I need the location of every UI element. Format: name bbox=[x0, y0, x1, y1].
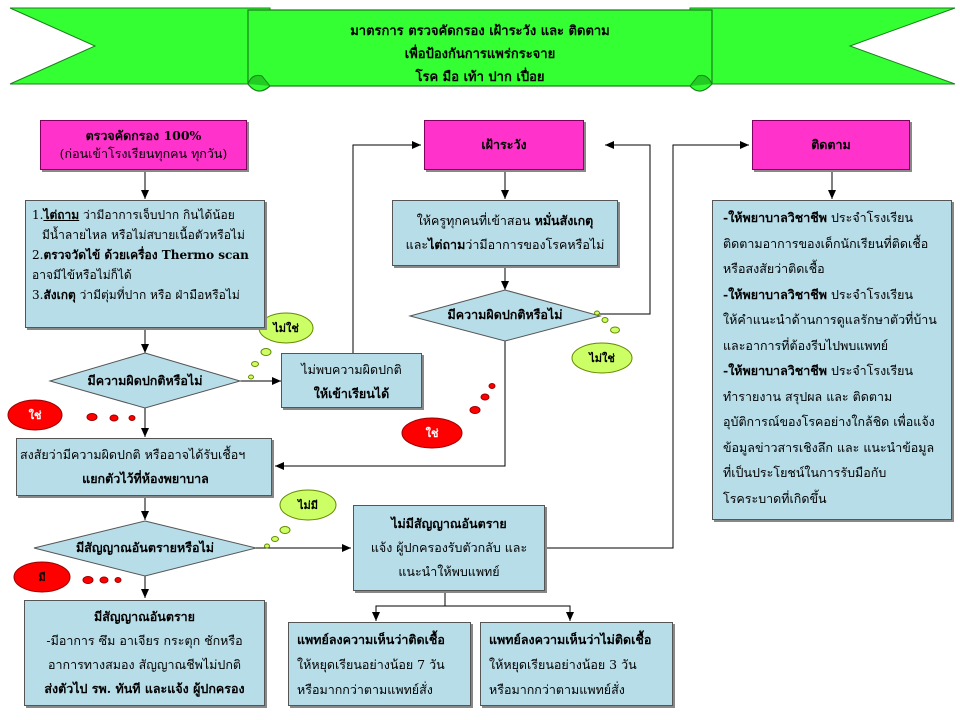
not-infected-line-1: แพทย์ลงความเห็นว่าไม่ติดเชื้อ bbox=[489, 632, 652, 647]
header-screening: ตรวจคัดกรอง 100% (ก่อนเข้าโรงเรียนทุกคน … bbox=[40, 120, 247, 170]
watch-keyword: ไต่ถาม bbox=[428, 237, 466, 252]
header-screening-title: ตรวจคัดกรอง 100% bbox=[85, 128, 202, 143]
no-danger-line-2: แจ้ง ผู้ปกครองรับตัวกลับ และ bbox=[370, 540, 528, 555]
header-follow-title: ติดตาม bbox=[811, 137, 851, 152]
suspect-isolate-box: สงสัยว่ามีความผิดปกติ หรืออาจได้รับเชื้อ… bbox=[16, 438, 272, 496]
follow-text: ประจำโรงเรียน bbox=[826, 210, 914, 225]
decision-diamond-2 bbox=[408, 289, 602, 342]
follow-p3-line1: -ให้พยาบาลวิชาชีพ ประจำโรงเรียน bbox=[723, 358, 945, 384]
follow-p3-line2: ทำรายงาน สรุปผล และ ติดตาม bbox=[723, 388, 893, 404]
watch-line-1: ให้ครูทุกคนที่เข้าสอน หมั่นสังเกตุ bbox=[393, 209, 617, 233]
danger-line-2: -มีอาการ ซึม อาเจียร กระตุก ชักหรือ bbox=[46, 633, 243, 648]
banner-line-2: เพื่อป้องกันการแพร่กระจาย bbox=[404, 47, 556, 62]
watch-line-2: และไต่ถามว่ามีอาการของโรคหรือไม่ bbox=[393, 233, 617, 257]
follow-p2-line2: ให้คำแนะนำด้านการดูแลรักษาตัวที่บ้าน bbox=[723, 312, 937, 327]
header-watch: เฝ้าระวัง bbox=[424, 120, 584, 170]
banner-title: มาตรการ ตรวจคัดกรอง เฝ้าระวัง และ ติดตาม… bbox=[270, 20, 690, 89]
screening-step-2-cont: อาจมีไข้หรือไม่ก็ได้ bbox=[32, 268, 132, 282]
not-infected-result-box: แพทย์ลงความเห็นว่าไม่ติดเชื้อ ให้หยุดเรี… bbox=[480, 622, 673, 706]
normal-result-box: ไม่พบความผิดปกติ ให้เข้าเรียนได้ bbox=[281, 353, 422, 408]
watch-text: ว่ามีอาการของโรคหรือไม่ bbox=[465, 237, 605, 252]
step-keyword: ตรวจวัดไข้ bbox=[43, 248, 101, 262]
follow-p1-line2: ติดตามอาการของเด็กนักเรียนที่ติดเชื้อ bbox=[723, 235, 929, 251]
cloud-no-1 bbox=[248, 312, 314, 380]
infected-line-2: ให้หยุดเรียนอย่างน้อย 7 วัน bbox=[297, 657, 445, 672]
decision-diamond-3 bbox=[33, 520, 257, 577]
no-danger-line-1: ไม่มีสัญญาณอันตราย bbox=[391, 516, 507, 531]
connectors bbox=[141, 141, 836, 621]
follow-p3-line3: อุบัติการณ์ของโรคอย่างใกล้ชิด เพื่อแจ้ง bbox=[723, 414, 935, 429]
not-infected-line-2: ให้หยุดเรียนอย่างน้อย 3 วัน bbox=[489, 657, 637, 672]
decision-diamond-1 bbox=[48, 352, 242, 409]
watch-instructions-box: ให้ครูทุกคนที่เข้าสอน หมั่นสังเกตุ และไต… bbox=[392, 200, 618, 266]
step-number: 2. bbox=[32, 248, 44, 262]
cloud-label-no-3: ไม่มี bbox=[297, 499, 319, 512]
follow-p3-line5: ที่เป็นประโยชน์ในการรับมือกับ bbox=[723, 465, 887, 480]
infected-result-box: แพทย์ลงความเห็นว่าติดเชื้อ ให้หยุดเรียนอ… bbox=[288, 622, 471, 706]
no-danger-line-3: แนะนำให้พบแพทย์ bbox=[398, 564, 500, 579]
danger-signs-box: มีสัญญาณอันตราย -มีอาการ ซึม อาเจียร กระ… bbox=[24, 600, 265, 706]
follow-p3-line4: ข้อมูลข่าวสารเชิงลึก และ แนะนำข้อมูล bbox=[723, 439, 935, 455]
not-infected-line-3: หรือมากกว่าตามแพทย์สั่ง bbox=[489, 682, 625, 697]
follow-text: ประจำโรงเรียน bbox=[826, 286, 914, 302]
cloud-label-yes-3: มี bbox=[38, 571, 46, 584]
follow-p1-line1: -ให้พยาบาลวิชาชีพ ประจำโรงเรียน bbox=[723, 205, 945, 231]
suspect-line-1: สงสัยว่ามีความผิดปกติ หรืออาจได้รับเชื้อ… bbox=[20, 447, 246, 462]
follow-keyword: -ให้พยาบาลวิชาชีพ bbox=[723, 286, 827, 302]
follow-p2-line1: -ให้พยาบาลวิชาชีพ ประจำโรงเรียน bbox=[723, 282, 945, 308]
header-watch-title: เฝ้าระวัง bbox=[481, 137, 527, 152]
danger-line-3: อาการทางสมอง สัญญาณชีพไม่ปกติ bbox=[47, 657, 242, 672]
follow-p2-line3: และอาการที่ต้องรีบไปพบแพทย์ bbox=[723, 337, 889, 353]
watch-keyword: หมั่นสังเกตุ bbox=[534, 213, 594, 228]
header-screening-subtitle: (ก่อนเข้าโรงเรียนทุกคน ทุกวัน) bbox=[59, 146, 228, 161]
step-text: ด้วยเครื่อง Thermo scan bbox=[100, 248, 249, 262]
follow-up-box: -ให้พยาบาลวิชาชีพ ประจำโรงเรียน ติดตามอา… bbox=[712, 200, 952, 520]
screening-step-1: 1.ไต่ถาม ว่ามีอาการเจ็บปาก กินได้น้อย bbox=[32, 205, 260, 225]
decision-label-2: มีความผิดปกติหรือไม่ bbox=[447, 307, 563, 322]
step-text: ว่ามีตุ่มที่ปาก หรือ ฝ่ามือหรือไม่ bbox=[75, 288, 240, 302]
watch-text: และ bbox=[405, 237, 429, 252]
screening-step-1-cont: มีน้ำลายไหล หรือไม่สบายเนื้อตัวหรือไม่ bbox=[42, 228, 245, 242]
watch-text: ให้ครูทุกคนที่เข้าสอน bbox=[416, 213, 535, 228]
follow-keyword: -ให้พยาบาลวิชาชีพ bbox=[723, 363, 827, 378]
decision-label-3: มีสัญญาณอันตรายหรือไม่ bbox=[75, 540, 214, 555]
cloud-yes-1 bbox=[7, 399, 136, 431]
step-number: 1. bbox=[32, 208, 44, 222]
follow-p1-line3: หรือสงสัยว่าติดเชื้อ bbox=[723, 261, 825, 276]
danger-line-1: มีสัญญาณอันตราย bbox=[93, 609, 195, 624]
step-number: 3. bbox=[32, 288, 44, 302]
follow-p3-line6: โรคระบาดที่เกิดขึ้น bbox=[723, 490, 827, 506]
cloud-yes-3 bbox=[13, 561, 122, 593]
infected-line-3: หรือมากกว่าตามแพทย์สั่ง bbox=[297, 682, 433, 697]
cloud-label-yes-2: ใช่ bbox=[425, 427, 439, 440]
header-follow: ติดตาม bbox=[752, 120, 910, 170]
step-keyword: สังเกตุ bbox=[43, 288, 76, 302]
cloud-label-yes-1: ใช่ bbox=[28, 409, 42, 422]
cloud-label-no-1: ไม่ใช่ bbox=[273, 322, 299, 335]
cloud-no-2 bbox=[571, 310, 633, 374]
step-keyword: ไต่ถาม bbox=[43, 208, 80, 222]
suspect-line-2: แยกตัวไว้ที่ห้องพยาบาล bbox=[82, 471, 209, 486]
danger-line-4: ส่งตัวไป รพ. ทันที และแจ้ง ผู้ปกครอง bbox=[44, 681, 245, 696]
screening-step-2: 2.ตรวจวัดไข้ ด้วยเครื่อง Thermo scan bbox=[32, 245, 260, 265]
cloud-label-no-2: ไม่ใช่ bbox=[589, 352, 615, 365]
decision-label-1: มีความผิดปกติหรือไม่ bbox=[87, 373, 203, 388]
cloud-no-3 bbox=[264, 489, 337, 549]
normal-line-2: ให้เข้าเรียนได้ bbox=[313, 386, 390, 401]
no-danger-box: ไม่มีสัญญาณอันตราย แจ้ง ผู้ปกครองรับตัวก… bbox=[353, 505, 545, 591]
infected-line-1: แพทย์ลงความเห็นว่าติดเชื้อ bbox=[297, 632, 445, 647]
banner-ribbon bbox=[9, 7, 956, 92]
step-text: ว่ามีอาการเจ็บปาก กินได้น้อย bbox=[79, 208, 235, 222]
banner-line-3: โรค มือ เท้า ปาก เปื่อย bbox=[415, 70, 545, 85]
screening-step-3: 3.สังเกตุ ว่ามีตุ่มที่ปาก หรือ ฝ่ามือหรื… bbox=[32, 285, 260, 305]
screening-steps-box: 1.ไต่ถาม ว่ามีอาการเจ็บปาก กินได้น้อย มี… bbox=[25, 200, 265, 328]
follow-text: ประจำโรงเรียน bbox=[826, 363, 914, 378]
cloud-yes-2 bbox=[401, 383, 496, 449]
follow-keyword: -ให้พยาบาลวิชาชีพ bbox=[723, 210, 827, 225]
banner-line-1: มาตรการ ตรวจคัดกรอง เฝ้าระวัง และ ติดตาม bbox=[350, 24, 610, 39]
normal-line-1: ไม่พบความผิดปกติ bbox=[301, 362, 402, 377]
